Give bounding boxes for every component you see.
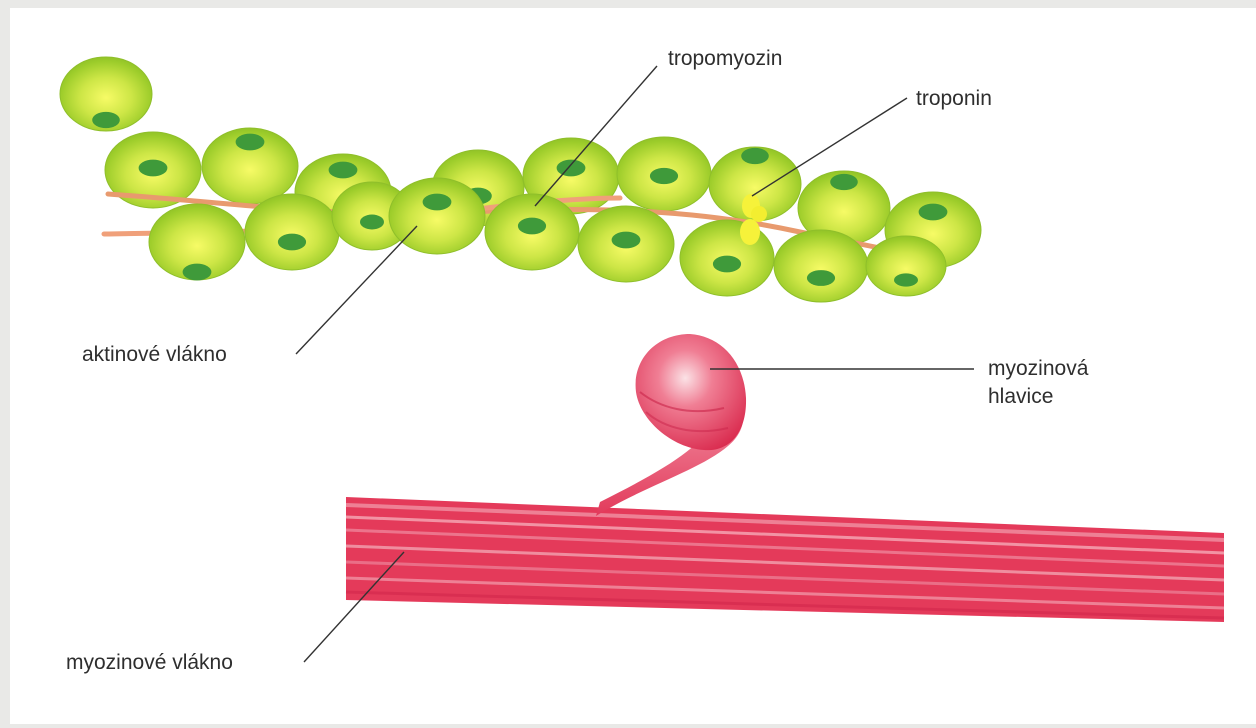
troponin-subunit — [751, 206, 767, 222]
actin-bead-nucleus — [518, 218, 546, 235]
actin-bead-nucleus — [278, 234, 306, 251]
actin-bead-nucleus — [329, 162, 358, 179]
actin-bead — [202, 128, 298, 204]
actin-bead-nucleus — [92, 112, 120, 128]
actin-bead-nucleus — [612, 232, 641, 249]
troponin-subunit — [740, 219, 760, 245]
actin-bead-nucleus — [741, 148, 769, 164]
actin-bead-nucleus — [894, 273, 918, 286]
actin-bead-nucleus — [713, 256, 741, 273]
actin-bead — [617, 137, 711, 211]
label-tropomyozin: tropomyozin — [668, 46, 782, 72]
actin-bead — [578, 206, 674, 282]
actin-bead-nucleus — [139, 160, 168, 177]
actin-bead — [245, 194, 339, 270]
actin-bead — [60, 57, 152, 131]
label-aktinove-vlakno: aktinové vlákno — [82, 342, 227, 368]
actin-bead-nucleus — [557, 160, 586, 177]
actin-bead-nucleus — [360, 215, 384, 230]
label-myozinova-hlavice-line1: myozinová — [988, 356, 1088, 382]
actin-bead-nucleus — [919, 204, 948, 221]
actin-bead-nucleus — [830, 174, 858, 190]
label-myozinove-vlakno: myozinové vlákno — [66, 650, 233, 676]
label-troponin: troponin — [916, 86, 992, 112]
label-myozinova-hlavice-line2: hlavice — [988, 384, 1053, 410]
actin-bead-nucleus — [183, 264, 212, 281]
actin-bead-nucleus — [650, 168, 678, 184]
actin-bead-nucleus — [423, 194, 452, 211]
actin-bead — [485, 194, 579, 270]
actin-bead — [774, 230, 868, 302]
actin-bead-nucleus — [236, 134, 265, 151]
actin-bead — [866, 236, 946, 296]
actin-bead — [149, 204, 245, 280]
actin-bead — [389, 178, 485, 254]
actin-bead-nucleus — [807, 270, 835, 286]
